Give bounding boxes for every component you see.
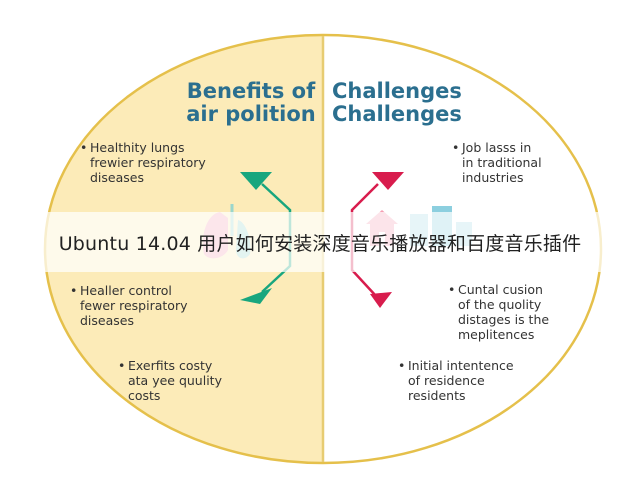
challenges-heading: Challenges Challenges <box>332 79 462 126</box>
title-banner: Ubuntu 14.04 用户如何安装深度音乐播放器和百度音乐插件 <box>0 212 640 272</box>
banner-title: Ubuntu 14.04 用户如何安装深度音乐播放器和百度音乐插件 <box>58 232 582 255</box>
red-arrow-top-icon <box>372 172 404 190</box>
green-arrow-bottom-icon <box>240 288 272 304</box>
benefit-item-1: Healthity lungs frewier respiratory dise… <box>80 140 206 185</box>
challenge-item-3: Initial intentence of residence resident… <box>398 358 514 403</box>
green-arrow-top-icon <box>240 172 272 190</box>
red-arrow-bottom-icon <box>370 292 392 308</box>
challenge-item-2: Cuntal cusion of the quolity distages is… <box>448 282 549 342</box>
benefit-item-2: Healler control fewer respiratory diseas… <box>70 283 188 328</box>
benefit-item-3: Exerfits costy ata yee quulity costs <box>118 358 222 403</box>
challenge-item-1: Job lasss in in traditional industries <box>452 140 542 185</box>
benefits-heading: Benefits of air polition <box>186 79 316 126</box>
